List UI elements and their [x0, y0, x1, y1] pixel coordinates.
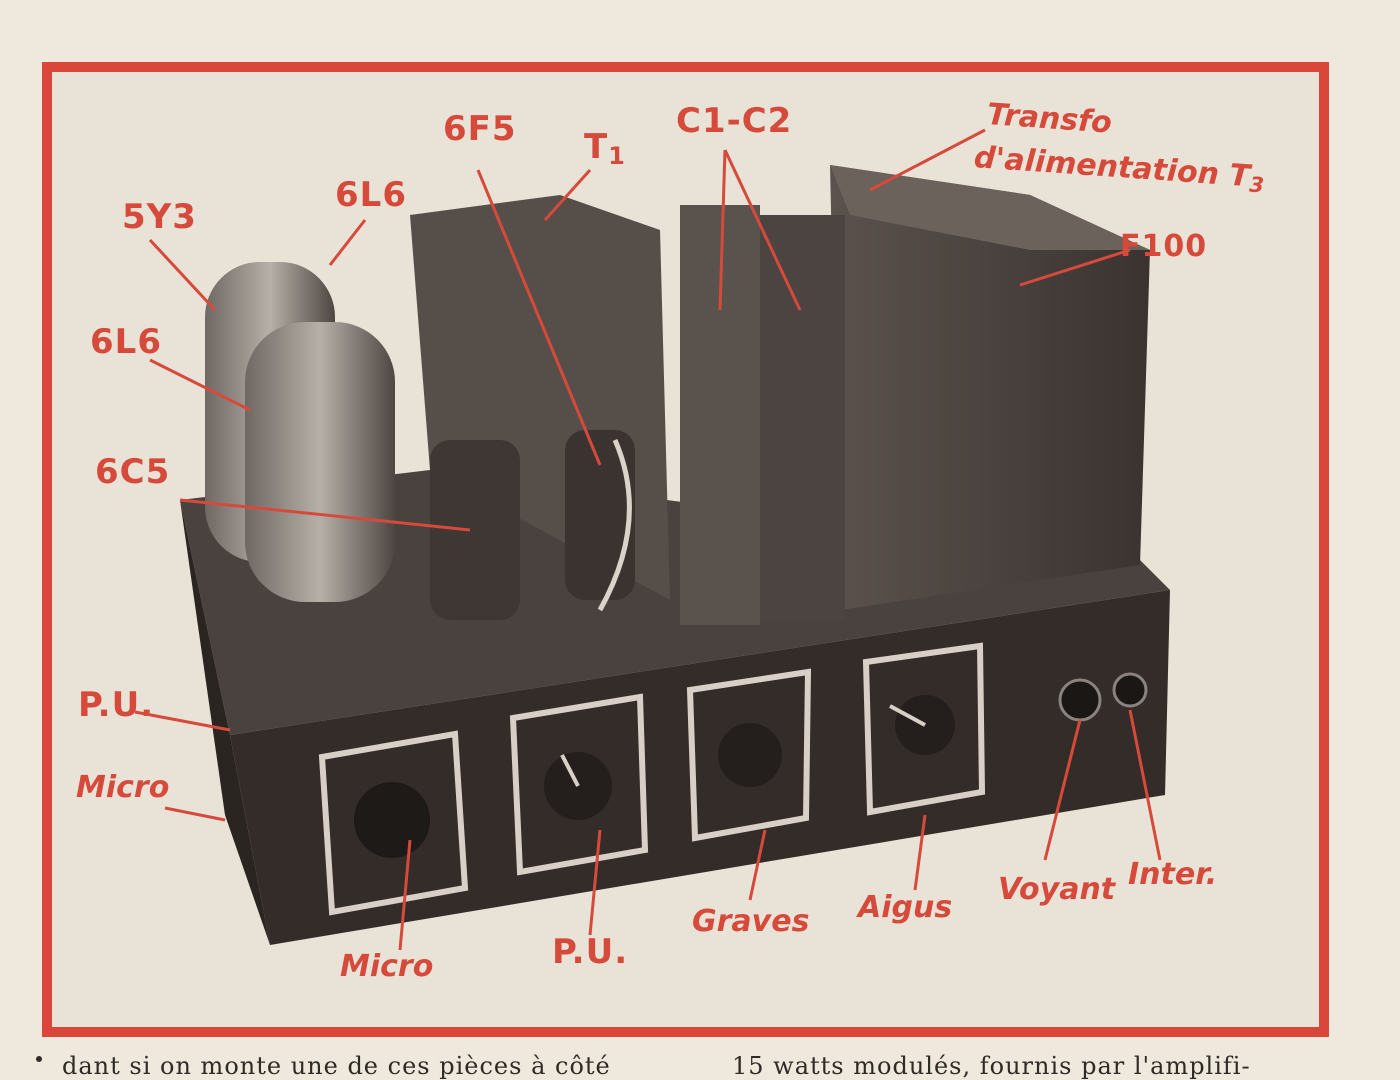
label-t1-sub: 1 [608, 141, 626, 170]
label-6f5: 6F5 [443, 109, 517, 149]
label-pu-side: P.U. [78, 685, 155, 725]
label-graves: Graves [692, 904, 810, 939]
label-pu-knob: P.U. [552, 932, 629, 972]
power-transformer-top [830, 165, 1150, 250]
leader-lines [134, 128, 1162, 951]
power-switch[interactable] [1112, 672, 1148, 708]
label-6c5: 6C5 [95, 452, 171, 492]
label-c1-c2: C1-C2 [676, 101, 793, 141]
label-micro-knob: Micro [340, 949, 434, 984]
label-aigus: Aigus [858, 890, 953, 925]
body-text-left: dant si on monte une de ces pièces à côt… [62, 1052, 611, 1080]
tube-6l6-glass [245, 322, 395, 602]
label-micro-side: Micro [76, 770, 170, 805]
tube-6f5-wire [597, 438, 632, 612]
label-inter: Inter. [1128, 857, 1218, 892]
chassis-side [180, 500, 270, 945]
knob-aigus[interactable] [862, 642, 986, 816]
label-6l6-top: 6L6 [335, 175, 407, 215]
label-6l6-left: 6L6 [90, 322, 162, 362]
tube-6c5 [430, 440, 520, 620]
label-transfo-sub: 3 [1248, 172, 1265, 198]
capacitor-c2 [760, 215, 845, 620]
body-text-right: 15 watts modulés, fournis par l'amplifi- [732, 1052, 1251, 1080]
tube-6f5 [565, 430, 635, 600]
label-t1: T1 [584, 130, 626, 169]
knob-graves[interactable] [686, 668, 812, 842]
bullet-dot [36, 1056, 42, 1062]
power-transformer [830, 165, 1150, 610]
pilot-lamp [1058, 678, 1102, 722]
label-f100: F100 [1120, 229, 1208, 264]
label-t1-main: T [584, 127, 609, 167]
label-voyant: Voyant [998, 872, 1116, 907]
knob-micro[interactable] [318, 730, 469, 916]
label-5y3: 5Y3 [122, 197, 197, 237]
knob-pu[interactable] [509, 693, 649, 876]
label-transfo-line1: Transfo [985, 97, 1113, 141]
